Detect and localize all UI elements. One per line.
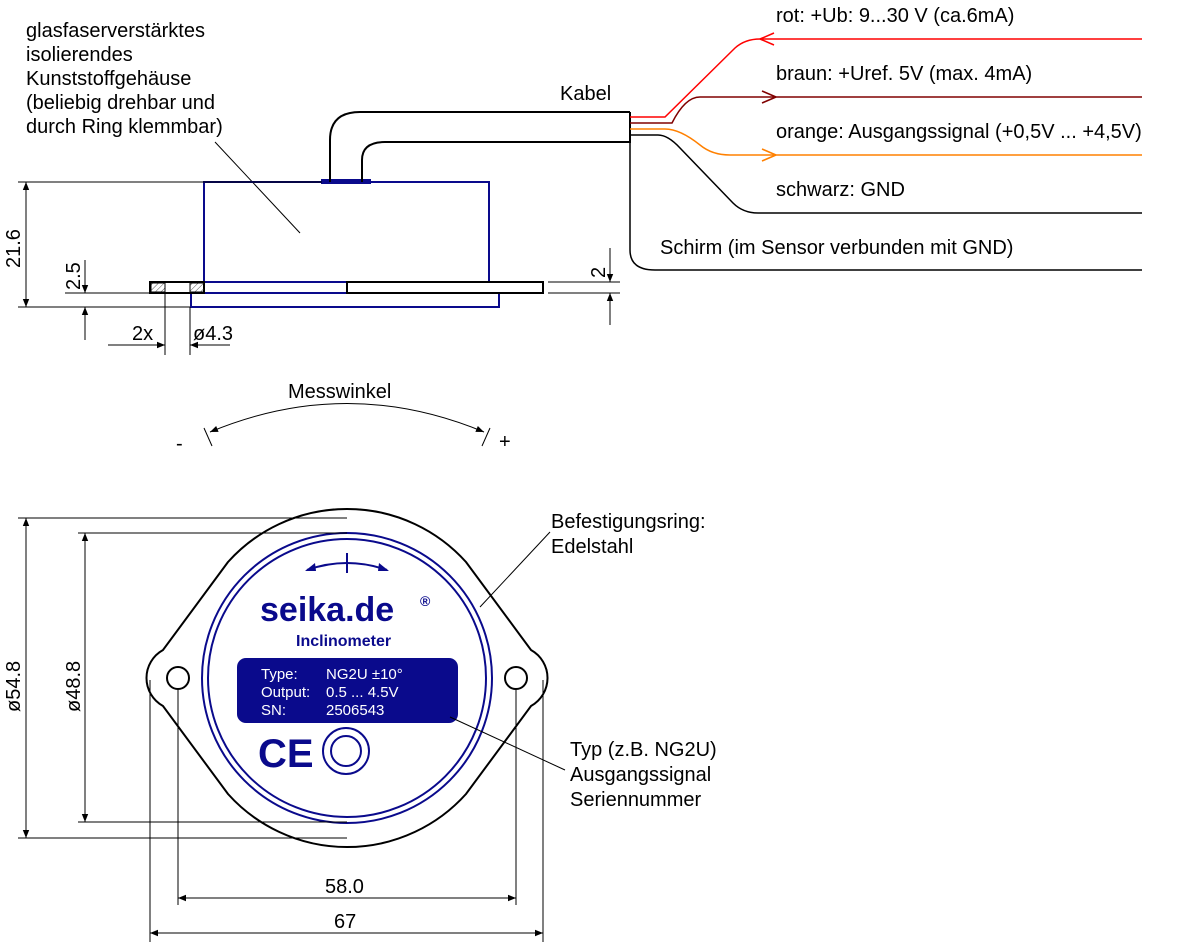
wire-label-black: schwarz: GND bbox=[776, 179, 905, 201]
cable-label: Kabel bbox=[560, 83, 611, 105]
pressure-vent-icon bbox=[322, 727, 370, 775]
registered-mark: ® bbox=[420, 593, 431, 609]
note-line: Kunststoffgehäuse bbox=[26, 68, 191, 90]
wire-orange bbox=[630, 128, 1142, 156]
label-key: SN: bbox=[261, 702, 286, 719]
wire-brown bbox=[630, 96, 1142, 124]
top-view: seika.de ® Inclinometer Type: NG2U ±10° … bbox=[3, 507, 717, 942]
angle-minus: - bbox=[176, 433, 183, 455]
mount-hole-left bbox=[166, 666, 190, 690]
type-note: Typ (z.B. NG2U) bbox=[570, 739, 717, 761]
label-value: 2506543 bbox=[326, 702, 384, 719]
dim-inner-dia: ø48.8 bbox=[63, 661, 85, 712]
wire-shield bbox=[629, 142, 1142, 271]
wire-label-brown: braun: +Uref. 5V (max. 4mA) bbox=[776, 63, 1032, 85]
dim-outer-dia: ø54.8 bbox=[3, 661, 25, 712]
ring-note: Edelstahl bbox=[551, 536, 633, 558]
dim-height: 21.6 bbox=[3, 229, 25, 268]
product-name: Inclinometer bbox=[296, 633, 391, 650]
wire-red bbox=[630, 38, 1142, 118]
label-value: 0.5 ... 4.5V bbox=[326, 684, 399, 701]
note-line: glasfaserverstärktes bbox=[26, 20, 205, 42]
leader-line bbox=[214, 141, 301, 234]
base bbox=[190, 292, 500, 308]
type-note: Ausgangssignal bbox=[570, 764, 711, 786]
wire-black bbox=[630, 134, 1142, 214]
dim-plate: 2 bbox=[588, 267, 610, 278]
angle-plus: + bbox=[499, 431, 511, 453]
note-line: durch Ring klemmbar) bbox=[26, 116, 223, 138]
cable-outer bbox=[329, 111, 630, 182]
brand-logo: seika.de bbox=[260, 591, 394, 629]
dim-ring: 2.5 bbox=[63, 262, 85, 290]
note-line: isolierendes bbox=[26, 44, 133, 66]
ring-note: Befestigungsring: bbox=[551, 511, 706, 533]
angle-label: Messwinkel bbox=[288, 381, 391, 403]
side-view: Kabel rot: +Ub: 9...30 V (ca.6mA) braun:… bbox=[3, 5, 1142, 355]
mount-hole-right bbox=[504, 666, 528, 690]
ring-right bbox=[346, 281, 544, 294]
dim-hole-dia: ø4.3 bbox=[193, 323, 233, 345]
dim-holes-count: 2x bbox=[132, 323, 153, 345]
wire-label-red: rot: +Ub: 9...30 V (ca.6mA) bbox=[776, 5, 1014, 27]
measuring-angle: Messwinkel - + bbox=[176, 381, 511, 455]
type-label bbox=[237, 658, 458, 723]
label-value: NG2U ±10° bbox=[326, 666, 403, 683]
housing-note: glasfaserverstärktes isolierendes Kunsts… bbox=[26, 20, 301, 234]
wire-label-shield: Schirm (im Sensor verbunden mit GND) bbox=[660, 237, 1013, 259]
housing bbox=[203, 181, 490, 283]
ce-mark-icon: CE bbox=[258, 732, 314, 776]
mounting-ring bbox=[145, 507, 549, 849]
wire-label-orange: orange: Ausgangssignal (+0,5V ... +4,5V) bbox=[776, 121, 1142, 143]
type-note: Seriennummer bbox=[570, 789, 702, 811]
cable-inner bbox=[361, 128, 631, 182]
note-line: (beliebig drehbar und bbox=[26, 92, 215, 114]
dim-hole-spacing: 58.0 bbox=[325, 876, 364, 898]
dim-width: 67 bbox=[334, 911, 356, 933]
label-key: Output: bbox=[261, 684, 310, 701]
label-key: Type: bbox=[261, 666, 298, 683]
